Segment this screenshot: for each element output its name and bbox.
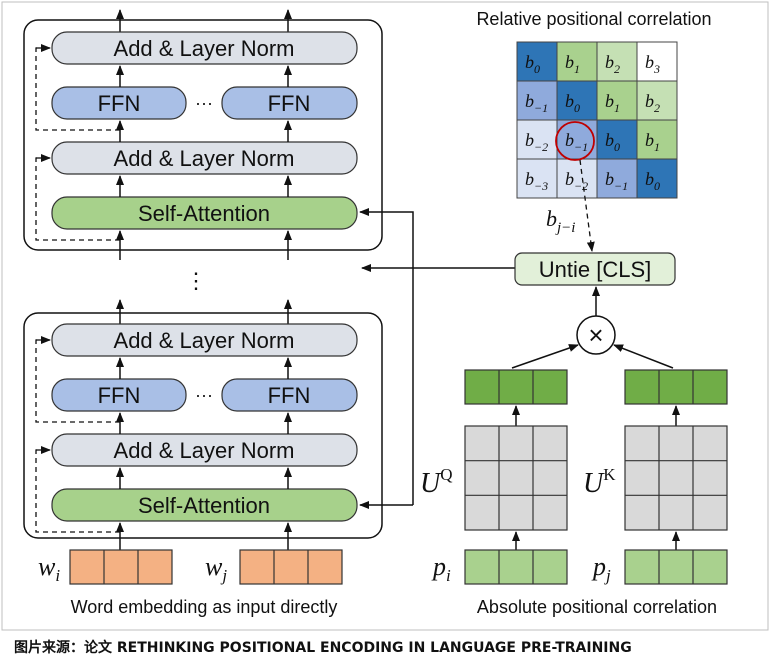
matrix-cell-label: b1 — [645, 130, 660, 154]
ffn-block — [221, 86, 358, 120]
matrix-cell — [636, 80, 678, 121]
encoder-layer-top: Add & Layer Norm FFN ··· FFN Add & Layer… — [23, 9, 383, 260]
matrix-cell-label: b−3 — [525, 169, 548, 193]
ffn-label: FFN — [98, 383, 141, 408]
untie-cls-label: Untie [CLS] — [539, 257, 652, 282]
untie-cls-block — [514, 252, 676, 286]
add-norm-label: Add & Layer Norm — [114, 36, 295, 61]
matrix-cell-label: b0 — [605, 130, 620, 154]
add-norm-block — [51, 323, 358, 357]
matrix-cell-label: b1 — [565, 52, 580, 76]
query-to-multiply-arrow — [511, 344, 579, 369]
encoder-layer-bottom: Add & Layer Norm FFN ··· FFN Add & Layer… — [23, 299, 383, 550]
word-embedding-j: wj — [205, 549, 343, 585]
matrix-cell — [636, 119, 678, 160]
bias-symbol: bj−i — [546, 206, 575, 236]
add-norm-label: Add & Layer Norm — [114, 438, 295, 463]
multiply-node — [576, 315, 616, 355]
matrix-cell-label: b−2 — [525, 130, 548, 154]
add-norm-label: Add & Layer Norm — [114, 328, 295, 353]
matrix-cell-label: b2 — [605, 52, 620, 76]
highlight-circle — [555, 121, 595, 161]
matrix-cell-label: b0 — [525, 52, 540, 76]
matrix-cell — [596, 158, 638, 199]
matrix-cell — [556, 80, 598, 121]
matrix-cell — [596, 80, 638, 121]
word-embedding-i: wi — [38, 549, 173, 585]
add-norm-block — [51, 31, 358, 65]
matrix-cell — [516, 158, 558, 199]
matrix-cell — [636, 158, 678, 199]
matrix-cell-label: b2 — [645, 91, 660, 115]
matrix-cell-label: b3 — [645, 52, 660, 76]
matrix-cell-label: b−2 — [565, 169, 588, 193]
key-to-multiply-arrow — [613, 344, 674, 369]
pi-symbol: pi — [431, 552, 451, 585]
matrix-cell — [596, 41, 638, 82]
pj-symbol: pj — [591, 552, 611, 585]
matrix-cell-label: b0 — [645, 169, 660, 193]
add-norm-block — [51, 141, 358, 175]
position-embedding-j — [624, 549, 728, 585]
ffn-label: FFN — [98, 91, 141, 116]
relative-title: Relative positional correlation — [476, 9, 711, 29]
bias-feed-lines — [359, 208, 414, 509]
bias-dashed-arrow — [579, 159, 595, 252]
query-projection-vector — [464, 369, 568, 405]
multiply-symbol: × — [588, 320, 603, 350]
uq-symbol: UQ — [420, 465, 453, 499]
self-attention-label: Self-Attention — [138, 493, 270, 518]
matrix-cell-label: b1 — [605, 91, 620, 115]
self-attention-label: Self-Attention — [138, 201, 270, 226]
position-embedding-i — [464, 549, 568, 585]
matrix-cell — [556, 158, 598, 199]
matrix-cell — [636, 41, 678, 82]
ffn-label: FFN — [268, 383, 311, 408]
internal-arrows — [116, 65, 292, 260]
ffn-block — [51, 86, 187, 120]
encoder-frame-bottom — [23, 312, 383, 539]
internal-arrows — [116, 357, 292, 550]
absolute-caption: Absolute positional correlation — [477, 597, 717, 617]
matrix-cell-label: b−1 — [525, 91, 548, 115]
ffn-label: FFN — [268, 91, 311, 116]
key-projection-vector — [624, 369, 728, 405]
encoder-frame-top — [23, 19, 383, 251]
self-attention-block — [51, 196, 358, 230]
relative-matrix: b0 b1 b2 b3 b−1 b0 b1 b2 b−2 b−1 b0 b1 b−3 b−2 b−1 b0 — [516, 41, 678, 199]
word-embedding-caption: Word embedding as input directly — [71, 597, 338, 617]
add-norm-label: Add & Layer Norm — [114, 146, 295, 171]
figure-border — [1, 1, 769, 631]
source-caption: 图片来源：论文 RETHINKING POSITIONAL ENCODING I… — [14, 639, 632, 656]
matrix-cell-label: b−1 — [605, 169, 628, 193]
word-j-symbol: wj — [205, 552, 227, 585]
self-attention-block — [51, 488, 358, 522]
ffn-block — [221, 378, 358, 412]
ffn-ellipsis: ··· — [195, 385, 213, 405]
ffn-block — [51, 378, 187, 412]
uk-matrix — [624, 425, 728, 531]
layers-ellipsis: ⋮ — [185, 268, 207, 293]
word-i-symbol: wi — [38, 552, 60, 585]
matrix-cell-label: b0 — [565, 91, 580, 115]
add-norm-block — [51, 433, 358, 467]
ffn-ellipsis: ··· — [195, 93, 213, 113]
uq-matrix — [464, 425, 568, 531]
matrix-cell-label: b−1 — [565, 130, 588, 154]
uk-symbol: UK — [583, 465, 616, 499]
